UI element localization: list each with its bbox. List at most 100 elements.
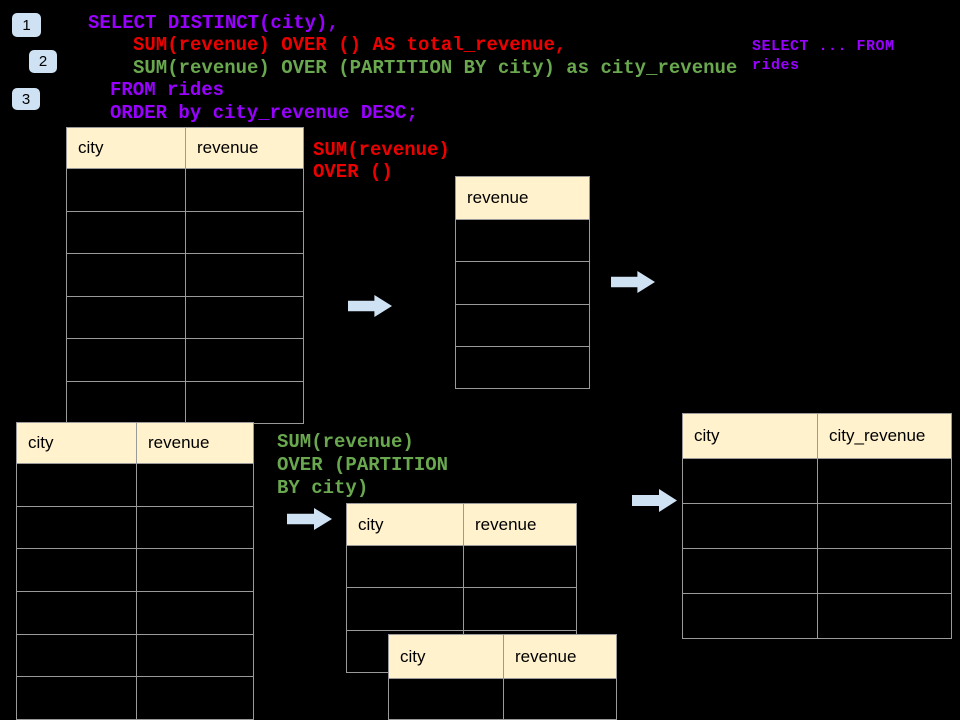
table-cell (186, 211, 303, 253)
step-badge-3: 3 (12, 88, 40, 110)
table-cell (464, 588, 576, 630)
table-cell (818, 594, 951, 638)
table-cell (137, 634, 253, 677)
table-cell (456, 304, 589, 346)
table-cell (683, 459, 818, 503)
table-cell (186, 381, 303, 423)
sql-order-line: ORDER by city_revenue DESC; (110, 102, 418, 124)
table-cell (67, 211, 186, 253)
sql-select-line: SELECT DISTINCT(city), (88, 12, 339, 34)
table-cell (17, 677, 137, 720)
table-row (17, 463, 253, 506)
table-row (67, 338, 303, 381)
table-cell (17, 634, 137, 677)
table-row (67, 253, 303, 296)
table-cell (17, 506, 137, 549)
table-cell (67, 296, 186, 338)
table-cell (67, 169, 186, 211)
column-header-city: city (683, 414, 818, 458)
column-header-city: city (17, 423, 137, 463)
table-row (456, 261, 589, 304)
annotation-total-window: SUM(revenue) OVER () (313, 139, 450, 183)
table-row (389, 678, 616, 719)
table-cell (186, 339, 303, 381)
table-cell (683, 504, 818, 548)
table-row (347, 587, 576, 630)
table-row (456, 219, 589, 262)
table-row (17, 633, 253, 677)
table-cell (186, 169, 303, 211)
table-rides-source-bottom: city revenue (16, 422, 254, 720)
table-cell (67, 339, 186, 381)
column-header-revenue: revenue (148, 433, 210, 452)
column-header-city: city (389, 635, 504, 678)
table-row (683, 548, 951, 593)
table-cell (186, 254, 303, 296)
step-badge-1: 1 (12, 13, 41, 37)
column-header-revenue: revenue (475, 514, 537, 534)
table-cell (347, 546, 464, 588)
table-row (67, 210, 303, 253)
table-cell (456, 262, 589, 304)
table-header-row: revenue (456, 177, 589, 219)
sql-total-revenue-line: SUM(revenue) OVER () AS total_revenue, (133, 34, 567, 56)
table-header-row: city revenue (389, 635, 616, 678)
table-row (17, 591, 253, 634)
table-total-revenue-result: revenue (455, 176, 590, 390)
table-cell (818, 549, 951, 593)
table-row (67, 295, 303, 338)
column-header-revenue: revenue (515, 646, 577, 666)
table-row (683, 503, 951, 548)
sql-partition-line: SUM(revenue) OVER (PARTITION BY city) as… (133, 57, 738, 79)
table-row (67, 380, 303, 423)
table-header-row: city revenue (347, 504, 576, 545)
annotation-partition-window: SUM(revenue) OVER (PARTITION BY city) (277, 431, 449, 499)
table-cell (456, 220, 589, 262)
table-cell (347, 588, 464, 630)
table-row (67, 168, 303, 211)
table-row (683, 458, 951, 503)
flow-arrow-icon (287, 508, 332, 530)
table-row (17, 548, 253, 592)
column-header-city: city (347, 504, 464, 545)
step-badge-2: 2 (29, 50, 57, 73)
table-cell (137, 506, 253, 549)
table-cell (137, 464, 253, 506)
table-cell (818, 459, 951, 503)
table-row (347, 545, 576, 588)
table-cell (456, 346, 589, 389)
table-row (683, 593, 951, 638)
table-cell (137, 677, 253, 720)
column-header-city-revenue: city_revenue (829, 426, 926, 445)
flow-arrow-icon (632, 489, 677, 512)
table-city-revenue-result: city city_revenue (682, 413, 952, 639)
flow-arrow-icon (611, 271, 655, 293)
table-cell (137, 549, 253, 592)
column-header-revenue: revenue (467, 188, 529, 207)
table-cell (683, 594, 818, 638)
table-cell (186, 296, 303, 338)
table-partition-step: city revenue (346, 503, 577, 673)
table-cell (504, 679, 616, 719)
column-header-revenue: revenue (197, 138, 259, 157)
table-header-row: city revenue (17, 423, 253, 463)
table-rides-source-top: city revenue (66, 127, 304, 424)
table-cell (17, 464, 137, 506)
table-cell (389, 679, 504, 719)
side-note-select-from-rides: SELECT ... FROM rides (752, 38, 895, 74)
table-cell (464, 546, 576, 588)
table-row (456, 345, 589, 389)
table-cell (818, 504, 951, 548)
table-partition-step-overlay: city revenue (388, 634, 617, 720)
sql-from-line: FROM rides (110, 79, 225, 101)
table-header-row: city revenue (67, 128, 303, 168)
table-cell (683, 549, 818, 593)
table-cell (17, 549, 137, 592)
table-row (17, 676, 253, 720)
table-row (456, 303, 589, 346)
column-header-city: city (67, 128, 186, 168)
flow-arrow-icon (348, 295, 392, 317)
table-cell (17, 592, 137, 634)
table-row (17, 505, 253, 549)
